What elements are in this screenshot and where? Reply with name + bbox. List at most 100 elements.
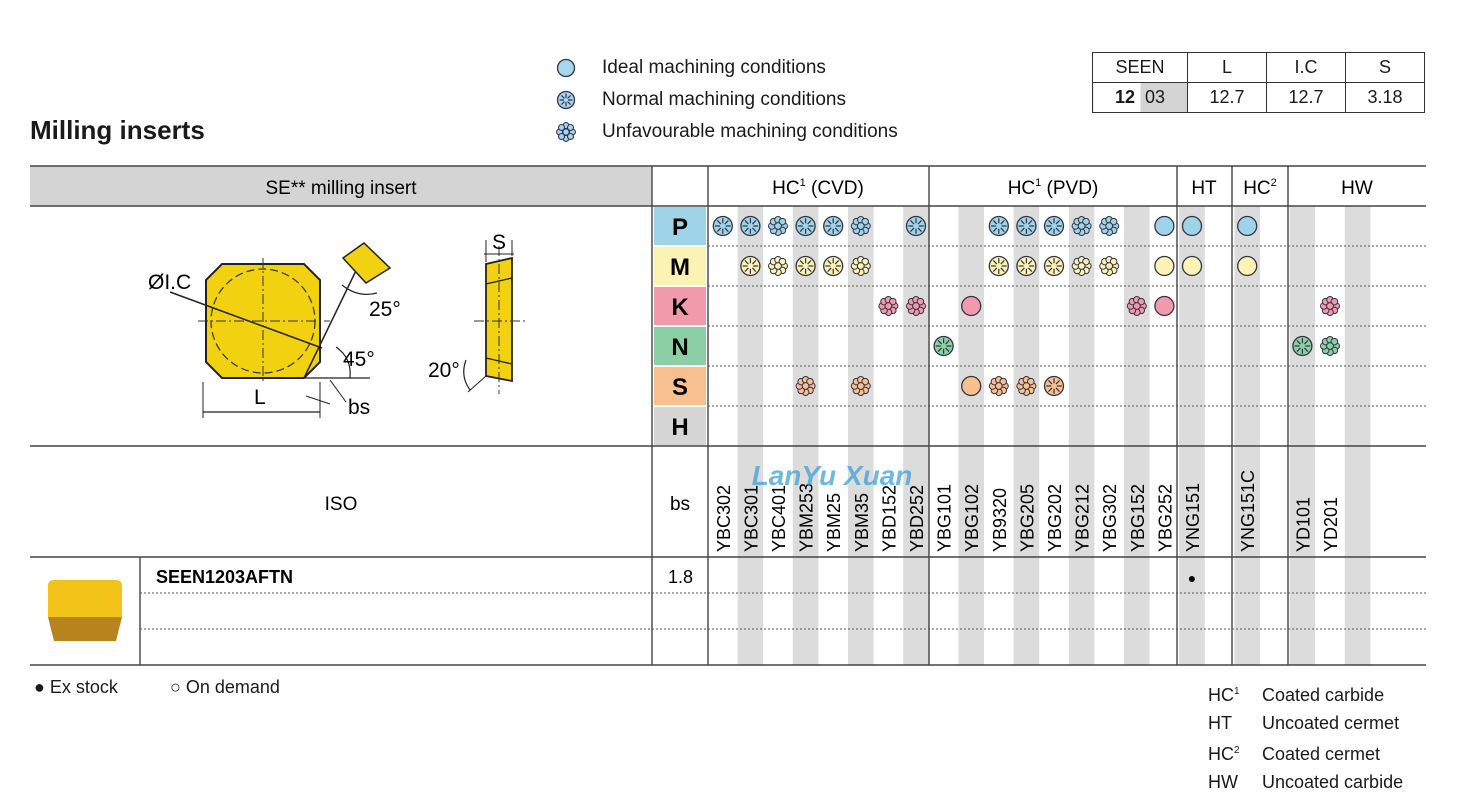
grade-label: YBG205 [1017,484,1037,552]
dims-code-cell: 12 03 [1092,82,1188,113]
normal-flower-icon [823,215,844,237]
normal-flower-icon [1043,255,1065,277]
normal-flower-icon [795,215,816,237]
normal-flower-icon [1016,255,1037,277]
angle-45-label: 45° [343,348,375,371]
normal-flower-icon [740,255,761,277]
insert-header-label: SE** milling insert [266,178,418,199]
angle-25-label: 25° [369,298,401,321]
legend-label: Ideal machining conditions [602,57,826,78]
column-stripe [958,206,984,665]
column-stripe [848,206,874,665]
ideal-circle-icon [556,58,576,78]
row-dividers [140,245,1426,630]
abbreviation-item: HW Uncoated carbide [1208,769,1403,797]
unfavourable-flower-icon [1099,216,1120,236]
abbr-desc: Uncoated carbide [1262,771,1404,792]
abbr-desc: Coated carbide [1262,685,1385,705]
grade-label: YBG102 [962,484,982,552]
table-borders [30,165,1426,666]
on-demand-legend: ○ On demand [170,677,280,697]
legend-normal: Normal machining conditions [556,89,846,111]
l-dim-label: L [254,386,266,409]
dims-code-a: 12 [1114,87,1135,107]
abbr-desc: Coated cermet [1262,744,1381,764]
column-stripe [792,206,819,665]
material-cell-h [654,407,706,445]
unfavourable-flower-icon [768,216,789,236]
normal-flower-icon [795,255,816,277]
grade-label: YBG252 [1155,484,1175,552]
iso-label: ISO [325,494,358,515]
grade-label: YNG151C [1238,470,1258,552]
dimensions-table: SEEN L I.C S 12 03 12.7 12.7 3.18 [1092,52,1425,113]
column-stripe [1013,206,1040,665]
normal-flower-icon [823,255,844,277]
dims-header: SEEN [1092,52,1188,83]
unfavourable-flower-icon [1099,256,1120,277]
unfavourable-flower-icon [1320,336,1340,357]
normal-flower-icon [556,90,576,110]
abbr-sup: 2 [1234,745,1240,756]
normal-flower-icon [712,215,733,237]
unfavourable-flower-icon [878,296,899,317]
grade-label: YBG101 [935,484,955,552]
group-header: HC2 [1243,177,1277,199]
column-stripe [1289,206,1316,665]
column-stripe [903,206,929,665]
material-cell-p [654,207,706,245]
abbr-sup: 1 [1234,686,1240,697]
grade-label: YD101 [1293,497,1313,552]
material-cell-s [654,367,706,405]
normal-flower-icon [988,215,1009,237]
unfavourable-flower-icon [906,296,927,317]
normal-flower-icon [1043,375,1065,397]
material-letter: P [672,214,688,241]
grade-label: YBG302 [1100,484,1120,552]
abbr: HC [1208,685,1234,705]
stock-indicator: ● [1188,570,1196,586]
unfavourable-flower-icon [988,376,1009,397]
material-cell-k [654,287,706,325]
grade-label: YBM253 [797,483,817,552]
grade-label: YBG202 [1045,484,1065,552]
normal-flower-icon [1043,215,1065,237]
unfavourable-flower-icon [1320,296,1340,317]
unfavourable-flower-icon [850,256,871,277]
grade-label: YBC301 [741,485,761,552]
ideal-circle-icon [1237,255,1258,277]
watermark-logo: LanYu Xuan [752,460,913,491]
legend-unfavourable: Unfavourable machining conditions [556,121,898,143]
ideal-circle-icon [1237,215,1258,237]
ic-dim-label: ØI.C [148,271,191,294]
material-letter: N [671,334,688,361]
grade-label: YBC302 [714,485,734,552]
abbreviation-item: HC1 Coated carbide [1208,678,1403,710]
insert-diagram: ØI.C 25° 45° L bs S 20° [148,231,528,419]
group-header: HW [1341,178,1373,199]
column-stripe [1068,206,1095,665]
unfavourable-flower-icon [768,256,789,277]
normal-flower-icon [740,215,761,237]
ideal-circle-icon [961,375,982,397]
material-letter: M [670,254,690,281]
grade-label: YBG212 [1073,484,1093,552]
group-header: HC1 (PVD) [1008,177,1099,199]
ideal-circle-icon [961,295,982,317]
legend-label: Unfavourable machining conditions [602,121,898,142]
bs-label: bs [670,494,690,515]
angle-20-label: 20° [428,359,460,382]
ideal-circle-icon [1154,255,1175,277]
abbr: HW [1208,771,1238,792]
column-stripe [1179,206,1205,665]
grade-stripes [737,206,1371,665]
normal-flower-icon [1016,215,1037,237]
grade-label: YB9320 [990,488,1010,552]
insert-header-bg [30,166,652,206]
material-letter: S [672,374,688,401]
material-letter: H [671,414,688,441]
unfavourable-flower-icon [795,376,816,397]
product-code: SEEN1203AFTN [156,567,293,587]
